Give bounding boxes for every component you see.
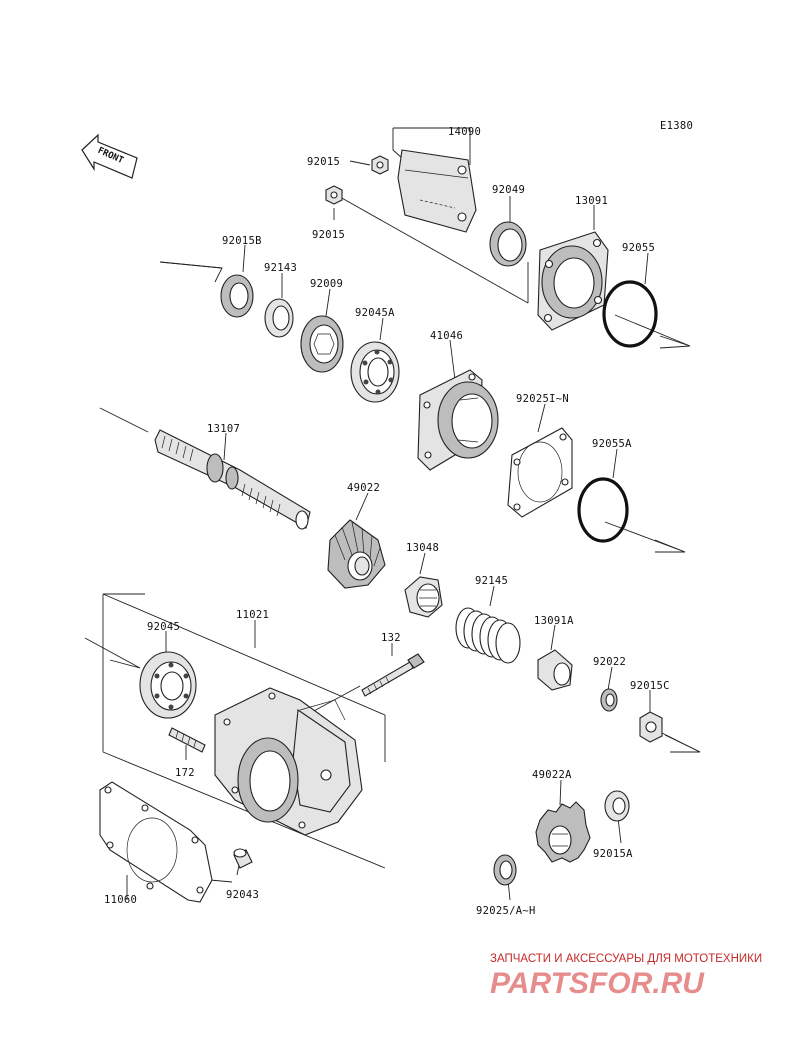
watermark-tagline: ЗАПЧАСТИ И АКСЕССУАРЫ ДЛЯ МОТОТЕХНИКИ xyxy=(490,953,762,965)
front-arrow-icon: FRONT xyxy=(81,133,138,179)
label-13107: 13107 xyxy=(207,423,240,435)
diagram-code: E1380 xyxy=(660,120,693,132)
part-92045A-bearing xyxy=(350,341,400,403)
part-92009-ring xyxy=(300,315,344,373)
label-92009: 92009 xyxy=(310,278,343,290)
part-92045-bearing xyxy=(139,651,197,719)
part-92145-spring xyxy=(455,607,521,664)
label-92055: 92055 xyxy=(622,242,655,254)
part-92015A-nut xyxy=(604,790,630,822)
watermark-brand: PARTSFOR.RU xyxy=(490,967,705,1000)
label-13091: 13091 xyxy=(575,195,608,207)
part-92015-nut-upper xyxy=(371,155,389,175)
part-13091A-spacer xyxy=(537,649,573,691)
label-92022: 92022 xyxy=(593,656,626,668)
part-13107-shaft xyxy=(154,429,311,530)
label-92045A: 92045A xyxy=(355,307,395,319)
part-172-stud xyxy=(168,727,206,753)
label-14090: 14090 xyxy=(448,126,481,138)
part-11021-gear-case xyxy=(214,687,363,836)
part-132-bolt xyxy=(361,653,425,697)
label-92055A: 92055A xyxy=(592,438,632,450)
label-132: 132 xyxy=(381,632,401,644)
label-11021: 11021 xyxy=(236,609,269,621)
label-92015B: 92015B xyxy=(222,235,262,247)
label-41046: 41046 xyxy=(430,330,463,342)
part-92015B-seal xyxy=(220,274,254,318)
part-49022-bevel-gear xyxy=(327,519,386,589)
part-92022-washer xyxy=(600,688,618,712)
part-49022A-gear xyxy=(535,801,591,863)
label-92145: 92145 xyxy=(475,575,508,587)
part-92143-collar xyxy=(264,298,294,338)
part-labels: 14090 92015 92015 92049 13091 92055 9201… xyxy=(104,126,670,917)
label-92043: 92043 xyxy=(226,889,259,901)
part-92025I-N-gasket xyxy=(507,427,573,518)
watermark: ЗАПЧАСТИ И АКСЕССУАРЫ ДЛЯ МОТОТЕХНИКИ PA… xyxy=(490,953,762,1000)
part-92055-o-ring xyxy=(602,280,658,348)
part-41046-case xyxy=(417,369,499,471)
part-92055A-o-ring xyxy=(577,477,629,543)
label-92143: 92143 xyxy=(264,262,297,274)
label-11060: 11060 xyxy=(104,894,137,906)
label-13091A: 13091A xyxy=(534,615,574,627)
label-92025I-N: 92025I~N xyxy=(516,393,569,405)
part-11060-gasket xyxy=(99,781,213,903)
label-49022A: 49022A xyxy=(532,769,572,781)
part-92015-nut-lower xyxy=(325,185,343,205)
label-92025-A-H: 92025/A~H xyxy=(476,905,536,917)
part-14090-bracket xyxy=(397,149,477,233)
label-92015C: 92015C xyxy=(630,680,670,692)
label-92045: 92045 xyxy=(147,621,180,633)
leader-lines xyxy=(84,127,701,901)
part-92043-dowel-pin xyxy=(233,848,253,869)
label-92049: 92049 xyxy=(492,184,525,196)
part-92015C-nut xyxy=(639,711,663,743)
part-13091-housing xyxy=(537,231,609,331)
label-92015-upper: 92015 xyxy=(307,156,340,168)
part-92025-A-H-shim xyxy=(493,854,517,886)
label-92015-lower: 92015 xyxy=(312,229,345,241)
part-13048-hub xyxy=(404,576,443,618)
label-92015A: 92015A xyxy=(593,848,633,860)
label-172: 172 xyxy=(175,767,195,779)
part-92049-seal xyxy=(489,221,527,267)
label-49022: 49022 xyxy=(347,482,380,494)
label-13048: 13048 xyxy=(406,542,439,554)
